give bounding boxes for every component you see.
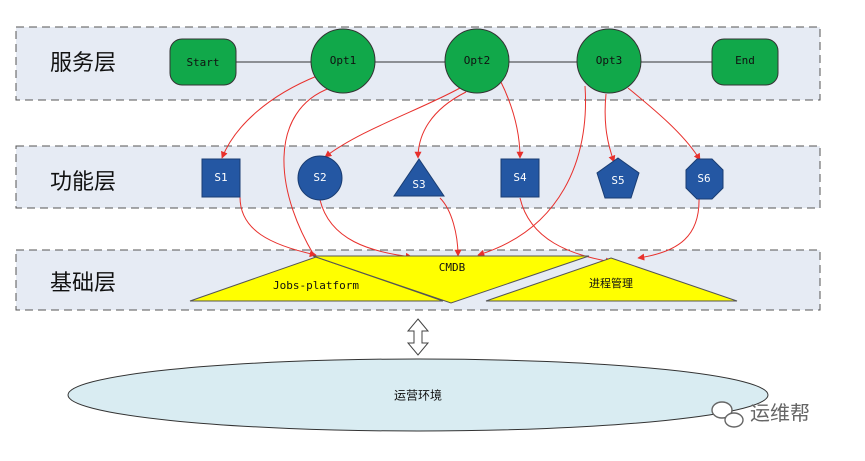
node-opt1-label: Opt1: [330, 54, 357, 67]
node-end-label: End: [735, 54, 755, 67]
node-opt1: Opt1: [310, 28, 376, 94]
node-end: End: [711, 38, 779, 86]
arrow-opt3-s6: [627, 87, 701, 161]
node-jobs-platform: Jobs-platform: [189, 256, 444, 302]
arrow-s1-jobs: [239, 196, 317, 258]
arrow-s3-cmdb: [439, 197, 462, 257]
node-s5-label: S5: [611, 174, 624, 187]
watermark-text: 运维帮: [750, 401, 810, 425]
node-s4: S4: [500, 158, 540, 198]
node-start: Start: [169, 38, 237, 86]
arrow-opt3-s5: [604, 93, 616, 163]
node-s5: S5: [596, 157, 640, 199]
node-opt3: Opt3: [576, 28, 642, 94]
node-process-mgmt: 进程管理: [485, 257, 738, 302]
arrow-s6-process: [637, 197, 700, 261]
watermark: 运维帮: [711, 401, 810, 428]
node-opt3-label: Opt3: [596, 54, 623, 67]
arrow-opt2-s4: [499, 79, 524, 159]
arrow-s2-cmdb: [319, 199, 413, 260]
arrow-s4-process: [519, 197, 613, 265]
arrow-opt2-s2: [324, 87, 461, 158]
arrow-opt1-jobs: [283, 87, 331, 269]
double-arrow-icon: [406, 318, 430, 356]
node-s2-label: S2: [313, 171, 326, 184]
node-s3: S3: [393, 158, 445, 197]
node-jobs-platform-label: Jobs-platform: [273, 279, 359, 292]
node-s6: S6: [685, 158, 724, 200]
operating-environment-label: 运营环境: [394, 388, 442, 403]
service-layer-band: [15, 26, 821, 101]
wechat-icon: [711, 401, 744, 428]
arrow-opt3-cmdb: [477, 85, 587, 257]
operating-environment: 运营环境: [67, 358, 769, 432]
service-layer-label: 服务层: [50, 51, 116, 76]
arrow-opt1-s1: [221, 75, 318, 159]
arrow-opt2-s3: [414, 91, 467, 159]
node-cmdb-label: CMDB: [439, 261, 466, 274]
base-layer-label: 基础层: [50, 271, 116, 296]
node-process-mgmt-label: 进程管理: [589, 276, 633, 290]
node-s4-label: S4: [513, 171, 527, 184]
node-start-label: Start: [186, 56, 219, 69]
node-opt2: Opt2: [444, 28, 510, 94]
node-s3-label: S3: [412, 178, 425, 191]
node-s2: S2: [297, 155, 343, 201]
node-opt2-label: Opt2: [464, 54, 491, 67]
node-s1: S1: [201, 158, 241, 198]
function-layer-label: 功能层: [50, 170, 116, 195]
node-s6-label: S6: [697, 172, 710, 185]
node-cmdb: CMDB: [312, 255, 590, 304]
node-s1-label: S1: [214, 171, 227, 184]
